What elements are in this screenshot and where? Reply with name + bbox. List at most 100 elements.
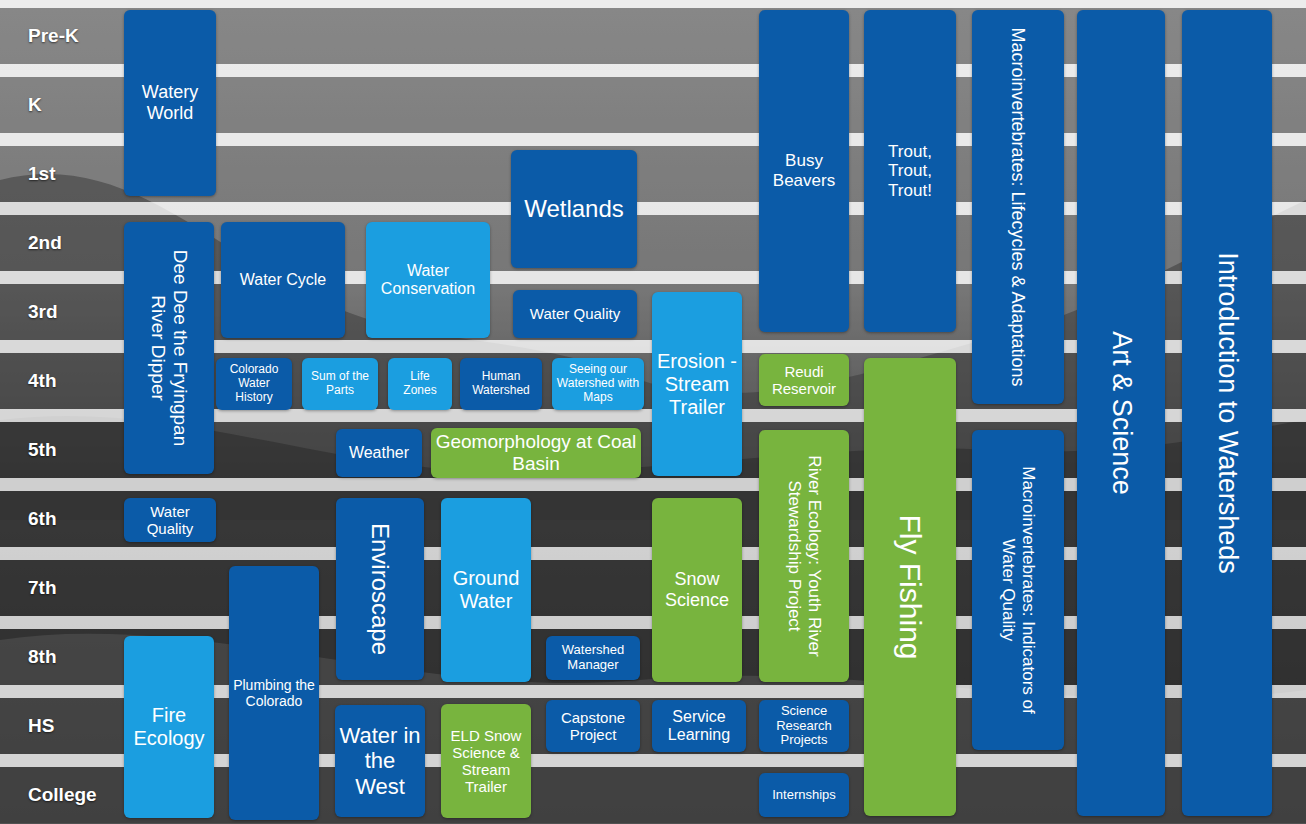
grade-label: HS: [28, 715, 1306, 737]
program-box: Capstone Project: [546, 700, 640, 752]
text-holder: Erosion - Stream Trailer: [652, 292, 742, 476]
program-box: Wetlands: [511, 150, 637, 268]
program-box: River Ecology: Youth River Stewardship P…: [759, 430, 849, 682]
grade-label: 6th: [28, 508, 1306, 530]
program-box: Snow Science: [652, 498, 742, 682]
grade-label: K: [28, 94, 1306, 116]
text-holder: Reudi Reservoir: [759, 354, 849, 406]
text-holder: Internships: [759, 773, 849, 817]
program-title: Seeing our Watershed with Maps: [556, 363, 640, 404]
text-holder: Seeing our Watershed with Maps: [552, 358, 644, 410]
program-title: Capstone Project: [550, 709, 636, 744]
program-box: Internships: [759, 773, 849, 817]
program-title: Life Zones: [392, 370, 448, 398]
program-title: Busy Beavers: [763, 151, 845, 190]
grade-label: 3rd: [28, 301, 1306, 323]
program-title: Geomorphology at Coal Basin: [435, 431, 637, 475]
program-title: Service Learning: [656, 708, 742, 745]
program-box: Enviroscape: [336, 498, 424, 680]
program-box: ELD Snow Science & Stream Trailer: [441, 704, 531, 818]
text-holder: Life Zones: [388, 358, 452, 410]
program-box: Water Cycle: [221, 222, 345, 338]
program-title: Erosion - Stream Trailer: [656, 350, 738, 419]
text-holder: Art & Science: [1081, 18, 1161, 808]
program-box: Dee Dee the Fryingpan River Dipper: [124, 222, 214, 474]
program-title: Water Cycle: [225, 271, 341, 289]
program-title: Wetlands: [515, 195, 633, 223]
program-title: Water in the West: [339, 723, 421, 799]
text-holder: Human Watershed: [460, 358, 542, 410]
grade-label: 5th: [28, 439, 1306, 461]
program-box: Weather: [336, 429, 422, 477]
program-title: Dee Dee the Fryingpan River Dipper: [147, 234, 191, 462]
program-title: Plumbing the Colorado: [233, 677, 315, 709]
text-holder: Introduction to Watersheds: [1186, 18, 1268, 808]
text-holder: Capstone Project: [546, 700, 640, 752]
program-title: Ground Water: [445, 567, 527, 613]
program-box: Erosion - Stream Trailer: [652, 292, 742, 476]
program-title: Water Conservation: [370, 262, 486, 299]
text-holder: Macroinvertebrates: Indicators of Water …: [976, 438, 1060, 742]
text-holder: Ground Water: [441, 498, 531, 682]
program-title: Snow Science: [656, 569, 738, 610]
text-holder: Busy Beavers: [759, 10, 849, 332]
program-box: Geomorphology at Coal Basin: [431, 428, 641, 478]
program-title: Sum of the Parts: [306, 370, 374, 398]
program-box: Human Watershed: [460, 358, 542, 410]
program-title: Water Quality: [128, 503, 212, 538]
program-title: Trout, Trout, Trout!: [868, 142, 952, 201]
grade-label: 1st: [28, 163, 1306, 185]
text-holder: Watershed Manager: [546, 636, 640, 680]
text-holder: Geomorphology at Coal Basin: [431, 428, 641, 478]
program-title: Water Quality: [517, 305, 633, 322]
text-holder: ELD Snow Science & Stream Trailer: [441, 704, 531, 818]
program-box: Water Quality: [124, 498, 216, 542]
text-holder: Water Cycle: [221, 222, 345, 338]
text-holder: Plumbing the Colorado: [229, 566, 319, 820]
program-box: Sum of the Parts: [302, 358, 378, 410]
grade-label: 2nd: [28, 232, 1306, 254]
program-box: Fire Ecology: [124, 636, 214, 818]
text-holder: Enviroscape: [340, 506, 420, 672]
program-box: Life Zones: [388, 358, 452, 410]
text-holder: Trout, Trout, Trout!: [864, 10, 956, 332]
program-box: Trout, Trout, Trout!: [864, 10, 956, 332]
grade-label: College: [28, 784, 1306, 806]
text-holder: Snow Science: [652, 498, 742, 682]
text-holder: Service Learning: [652, 700, 746, 752]
program-title: Fire Ecology: [128, 704, 210, 750]
program-box: Watery World: [124, 10, 216, 196]
program-title: Fly Fishing: [893, 370, 928, 804]
program-box: Art & Science: [1077, 10, 1165, 816]
text-holder: Watery World: [124, 10, 216, 196]
program-title: Watershed Manager: [550, 643, 636, 673]
text-holder: Water Quality: [513, 290, 637, 338]
program-box: Water in the West: [335, 705, 425, 817]
program-title: Watery World: [128, 82, 212, 123]
text-holder: Water Quality: [124, 498, 216, 542]
text-holder: Fire Ecology: [124, 636, 214, 818]
program-box: Seeing our Watershed with Maps: [552, 358, 644, 410]
program-title: Weather: [340, 444, 418, 462]
text-holder: Macroinvertebrates: Lifecycles & Adaptat…: [976, 18, 1060, 396]
program-box: Macroinvertebrates: Lifecycles & Adaptat…: [972, 10, 1064, 404]
program-title: Human Watershed: [464, 370, 538, 398]
text-holder: Dee Dee the Fryingpan River Dipper: [128, 230, 210, 466]
program-title: Reudi Reservoir: [763, 363, 845, 398]
text-holder: Fly Fishing: [868, 366, 952, 808]
text-holder: Weather: [336, 429, 422, 477]
text-holder: Wetlands: [511, 150, 637, 268]
program-box: Colorado Water History: [216, 358, 292, 410]
text-holder: Science Research Projects: [759, 700, 849, 752]
program-box: Water Conservation: [366, 222, 490, 338]
program-box: Introduction to Watersheds: [1182, 10, 1272, 816]
program-title: Internships: [763, 788, 845, 803]
program-title: Art & Science: [1105, 22, 1136, 804]
text-holder: River Ecology: Youth River Stewardship P…: [763, 438, 845, 674]
program-box: Busy Beavers: [759, 10, 849, 332]
program-title: Science Research Projects: [763, 704, 845, 749]
program-title: Macroinvertebrates: Lifecycles & Adaptat…: [1008, 22, 1029, 392]
program-title: River Ecology: Youth River Stewardship P…: [784, 442, 823, 670]
